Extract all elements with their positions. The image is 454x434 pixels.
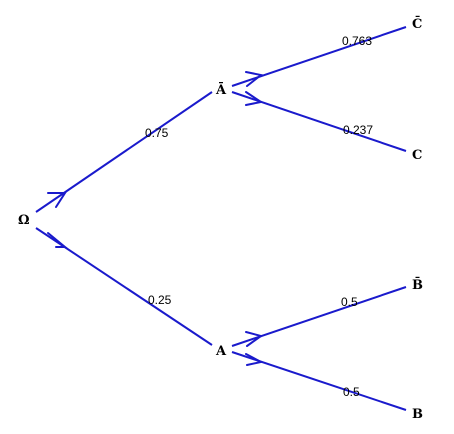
arrowhead-a-to-bbar [245, 331, 264, 347]
node-cbar: C̄ [412, 15, 422, 32]
prob-root-to-abar: 0.75 [145, 126, 169, 140]
arrowhead-root-to-a [47, 232, 68, 248]
node-root: Ω [18, 213, 30, 228]
prob-a-to-bbar: 0.5 [341, 295, 358, 309]
node-abar: Ā [215, 82, 227, 98]
arrowhead-root-to-abar [47, 192, 67, 208]
node-c: C [412, 148, 422, 163]
prob-a-to-b: 0.5 [343, 385, 360, 399]
prob-abar-to-c: 0.237 [343, 123, 373, 137]
prob-abar-to-cbar: 0.763 [342, 34, 372, 48]
arrowhead-a-to-b [245, 353, 264, 366]
node-a: A [215, 344, 227, 359]
node-b: B [412, 407, 423, 422]
prob-root-to-a: 0.25 [148, 293, 172, 307]
arrowhead-abar-to-cbar [245, 71, 264, 87]
arrowhead-abar-to-c [245, 91, 264, 106]
node-bbar: B̄ [412, 276, 423, 293]
